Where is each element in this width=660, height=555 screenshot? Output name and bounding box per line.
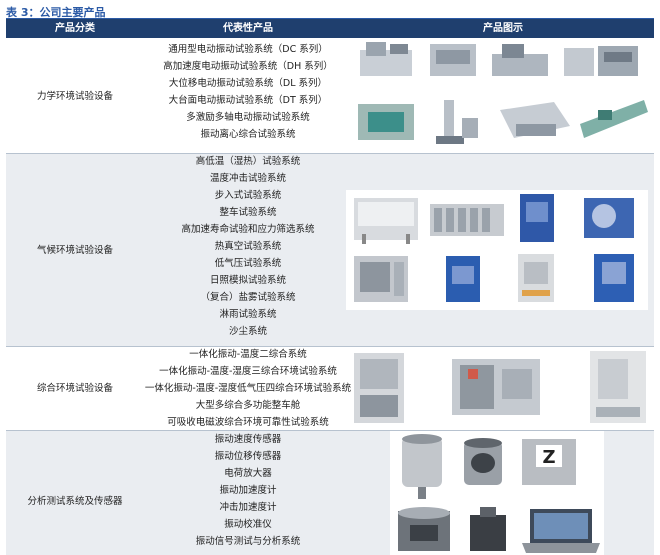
row-sensors: 分析测试系统及传感器 振动速度传感器 振动位移传感器 电荷放大器 振动加速度计 … xyxy=(6,431,654,555)
product-item: 大台面电动振动试验系统（DT 系列） xyxy=(168,95,328,106)
product-item: 电荷放大器 xyxy=(224,468,272,479)
mechanical-product-photos xyxy=(358,42,648,144)
row-mechanical: 力学环境试验设备 通用型电动振动试验系统（DC 系列） 高加速度电动振动试验系统… xyxy=(6,38,654,153)
table-caption: 表 3：公司主要产品 xyxy=(6,6,106,19)
product-item: 振动加速度计 xyxy=(219,485,277,496)
product-item: 大型多综合多功能整车舱 xyxy=(195,400,301,411)
blue-vacuum-chamber-photo xyxy=(584,198,634,238)
product-item: 一体化振动-温度-湿度三综合环境试验系统 xyxy=(159,366,337,377)
category-mechanical: 力学环境试验设备 xyxy=(36,91,113,102)
product-item: 高加速度电动振动试验系统（DH 系列） xyxy=(163,61,333,72)
category-combined: 综合环境试验设备 xyxy=(36,383,113,394)
product-item: 通用型电动振动试验系统（DC 系列） xyxy=(168,44,328,55)
header-category: 产品分类 xyxy=(55,23,95,34)
table-header: 产品分类 代表性产品 产品图示 xyxy=(6,19,654,38)
svg-text:Z: Z xyxy=(542,447,555,468)
product-item: 热真空试验系统 xyxy=(214,241,282,252)
product-item: 多激励多轴电动振动试验系统 xyxy=(186,112,310,123)
caption-rule xyxy=(6,18,654,19)
calibrator-photo xyxy=(398,507,450,551)
product-item: 沙尘系统 xyxy=(228,326,267,337)
climate-product-photos xyxy=(346,190,648,310)
product-item: 振动位移传感器 xyxy=(214,451,282,462)
vibration-shaker-photo xyxy=(360,42,412,76)
row-separator xyxy=(6,346,654,347)
product-item: 日照模拟试验系统 xyxy=(209,275,286,286)
chamber-row-photo xyxy=(430,204,504,236)
combined-chamber-photo xyxy=(354,353,404,423)
laptop-photo xyxy=(522,509,600,553)
vibration-shaker-photo xyxy=(430,44,476,76)
combined-test-photo xyxy=(580,100,648,138)
accelerometer-photo: Z xyxy=(522,439,576,485)
row-climate: 气候环境试验设备 高低温（湿热）试验系统 温度冲击试验系统 步入式试验系统 整车… xyxy=(6,154,654,346)
centrifuge-photo xyxy=(436,100,478,144)
vehicle-chamber-photo xyxy=(452,359,540,415)
product-item: （复合）盐雾试验系统 xyxy=(200,292,296,303)
combined-product-photos xyxy=(354,351,646,423)
white-chamber-photo xyxy=(518,254,554,302)
vibration-shaker-photo xyxy=(492,44,548,76)
product-item: 步入式试验系统 xyxy=(214,190,282,201)
product-item: 高加速寿命试验和应力筛选系统 xyxy=(181,224,315,235)
sensor-product-photos: Z xyxy=(390,431,604,555)
product-item: 振动校准仪 xyxy=(224,519,272,530)
product-item: 冲击加速度计 xyxy=(219,502,277,513)
test-chamber-photo xyxy=(354,256,408,302)
product-item: 整车试验系统 xyxy=(219,207,277,218)
row-combined: 综合环境试验设备 一体化振动-温度二综合系统 一体化振动-温度-湿度三综合环境试… xyxy=(6,347,654,430)
blue-chamber-photo xyxy=(594,254,634,302)
velocity-sensor-photo xyxy=(402,434,442,499)
vibration-shaker-photo xyxy=(564,46,638,76)
multi-axis-system-photo xyxy=(358,104,414,140)
product-item: 振动信号测试与分析系统 xyxy=(195,536,301,547)
product-item: 一体化振动-温度-湿度低气压四综合环境试验系统 xyxy=(144,383,352,394)
header-images: 产品图示 xyxy=(483,23,523,34)
category-climate: 气候环境试验设备 xyxy=(36,245,113,256)
product-item: 低气压试验系统 xyxy=(214,258,282,269)
product-item: 一体化振动-温度二综合系统 xyxy=(189,349,307,360)
product-item: 可吸收电磁波综合环境可靠性试验系统 xyxy=(167,417,329,428)
category-sensors: 分析测试系统及传感器 xyxy=(27,496,123,507)
large-table-photo xyxy=(500,102,570,138)
row-separator xyxy=(6,153,654,154)
product-item: 淋雨试验系统 xyxy=(219,309,277,320)
product-item: 温度冲击试验系统 xyxy=(209,173,286,184)
header-products: 代表性产品 xyxy=(223,23,273,34)
blue-chamber-photo xyxy=(520,194,554,242)
product-item: 振动速度传感器 xyxy=(214,434,282,445)
product-item: 振动离心综合试验系统 xyxy=(200,129,296,140)
displacement-sensor-photo xyxy=(464,438,502,485)
charge-amplifier-photo xyxy=(470,507,506,551)
blue-chamber-photo xyxy=(446,256,480,302)
product-item: 高低温（湿热）试验系统 xyxy=(195,156,301,167)
emc-chamber-photo xyxy=(590,351,646,423)
product-item: 大位移电动振动试验系统（DL 系列） xyxy=(168,78,328,89)
walk-in-chamber-photo xyxy=(354,198,418,244)
row-separator xyxy=(6,430,654,431)
